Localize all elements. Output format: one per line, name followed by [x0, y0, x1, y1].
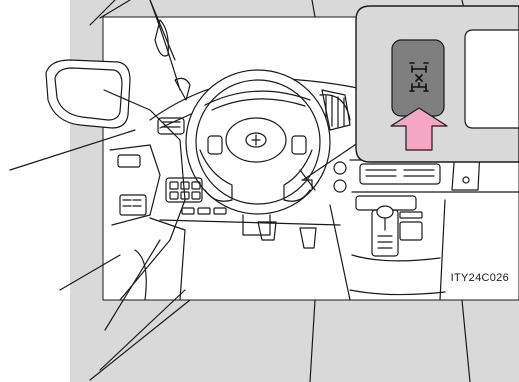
figure-code-label: ITY24C026: [451, 272, 509, 284]
side-mirror: [46, 60, 130, 128]
switch-callout: [356, 6, 519, 162]
